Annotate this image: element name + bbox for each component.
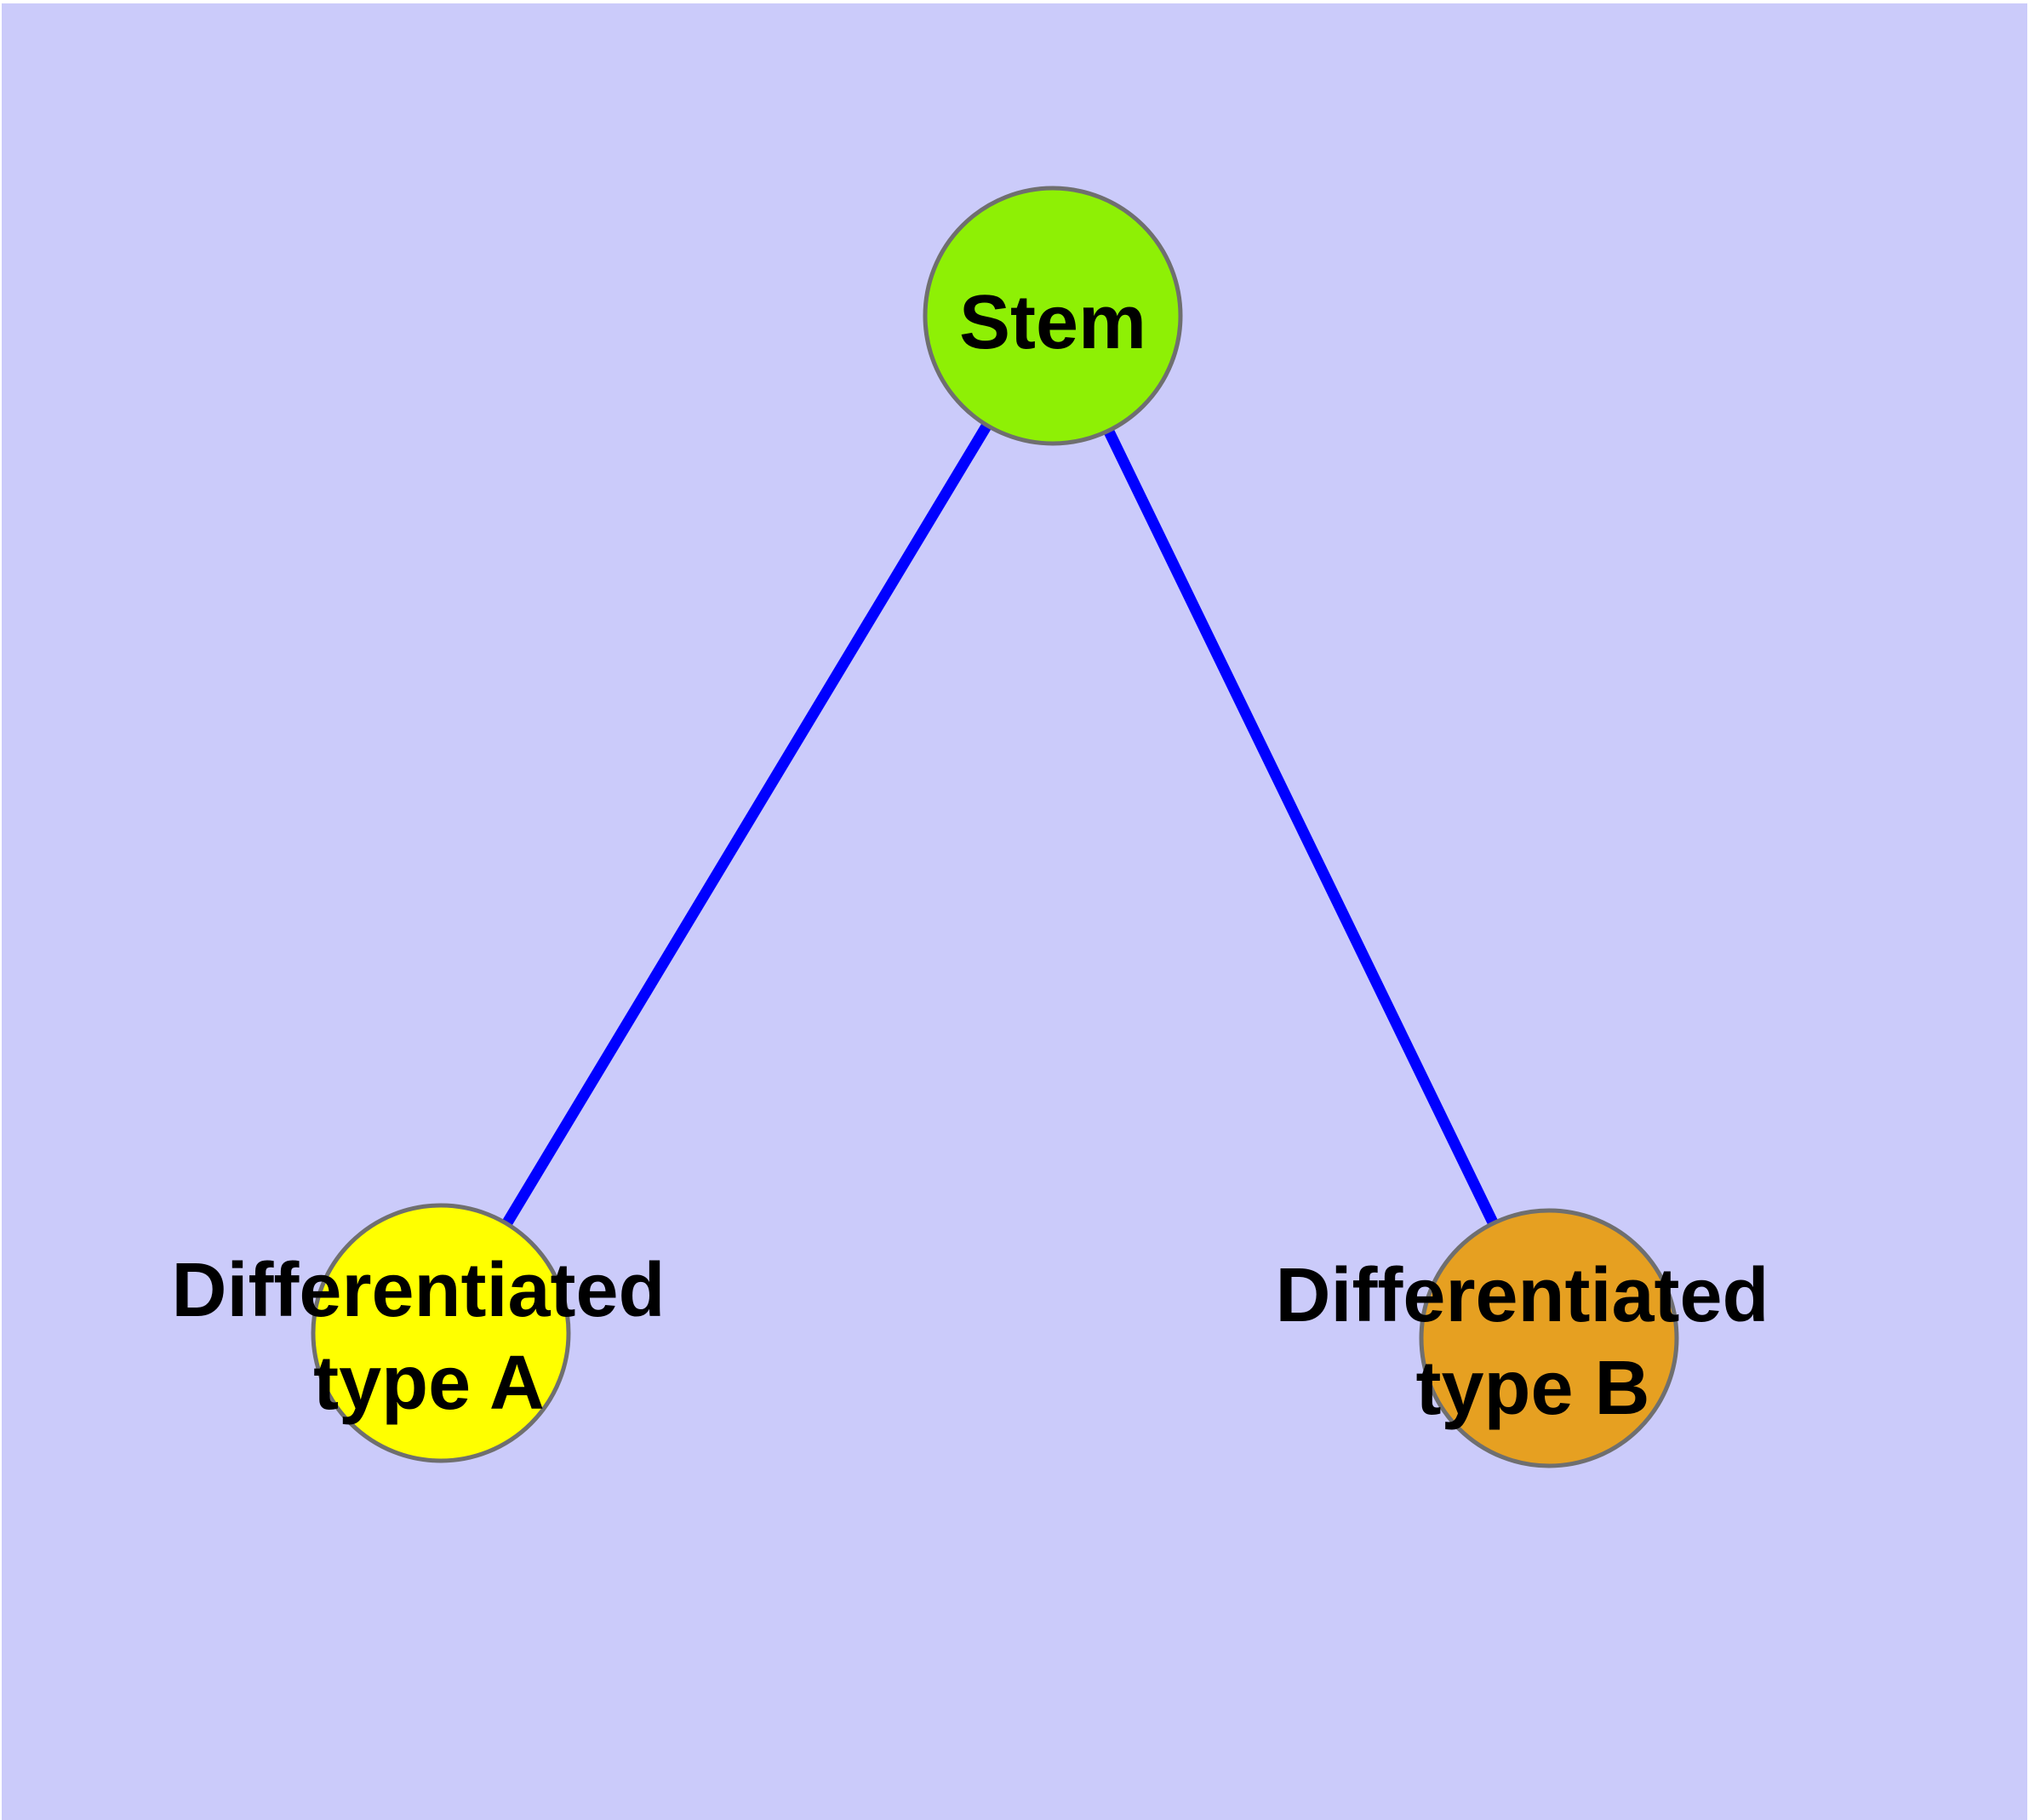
type-b-node-label: Differentiated type B [1275, 1253, 1790, 1431]
type-a-node-label: Differentiated type A [171, 1248, 686, 1426]
stem-node-label: Stem [959, 280, 1146, 365]
type-b-label-line1: Differentiated [1275, 1253, 1769, 1338]
edge-stem-to-type-a [436, 312, 1058, 1336]
type-b-label-line2: type B [1415, 1346, 1649, 1431]
type-a-node [311, 1203, 571, 1463]
edge-stem-to-type-b [1048, 313, 1554, 1341]
type-a-label-line1: Differentiated [171, 1248, 665, 1333]
type-a-label-line2: type A [313, 1341, 545, 1426]
stem-node [923, 186, 1183, 446]
type-b-node [1419, 1208, 1679, 1468]
